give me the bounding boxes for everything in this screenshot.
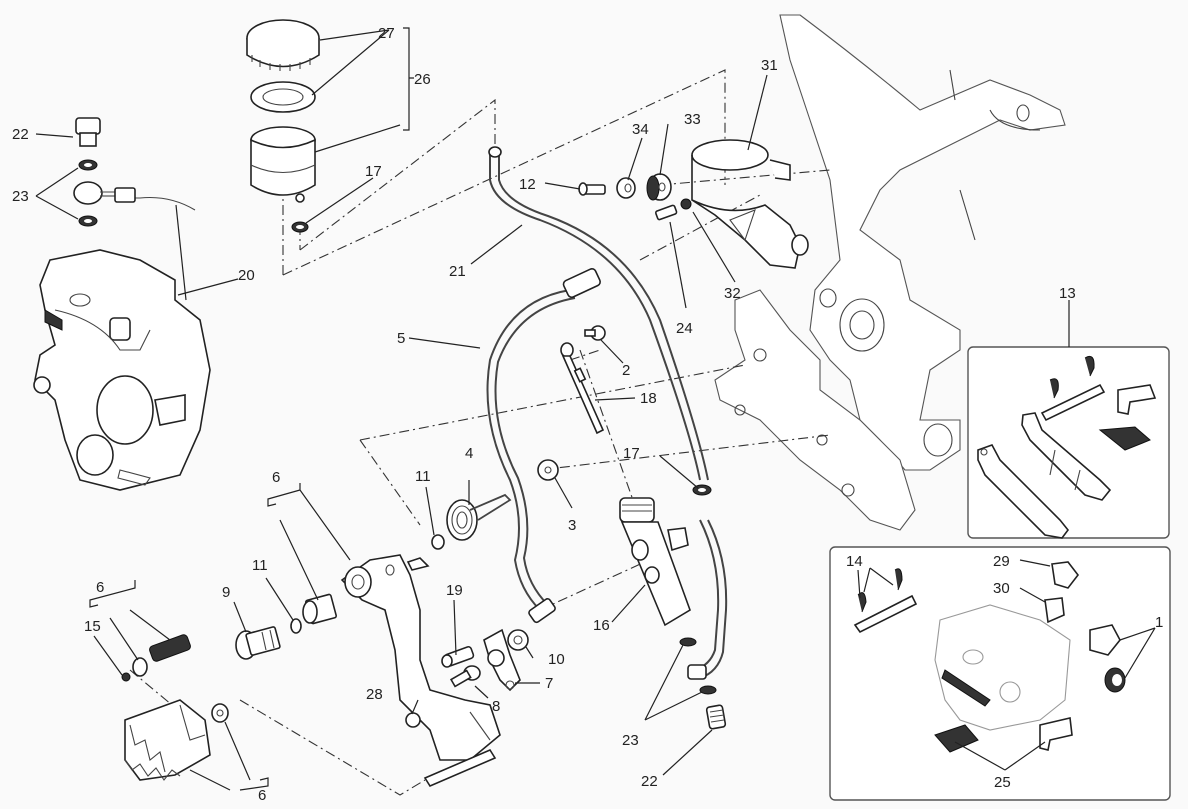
pivot-bushing <box>302 593 338 625</box>
hose-clamp-17-top <box>291 221 309 233</box>
callout-6b: 6 <box>96 579 104 596</box>
brake-pedal-6 <box>340 554 501 788</box>
reservoir-hose-21 <box>488 146 709 481</box>
callout-10: 10 <box>548 651 565 668</box>
brake-hose-banjo <box>73 181 196 211</box>
clevis-7 <box>483 628 521 692</box>
callout-11a: 11 <box>415 468 431 485</box>
callout-6a: 6 <box>272 469 280 486</box>
nut-28 <box>405 712 421 728</box>
frame-part <box>779 14 1066 471</box>
washer-11-lower <box>290 618 302 634</box>
washers-23-rear <box>679 637 717 695</box>
callout-22a: 22 <box>12 126 29 143</box>
callout-21: 21 <box>449 263 466 280</box>
callout-34: 34 <box>632 121 649 138</box>
callout-30: 30 <box>993 580 1010 597</box>
rear-master-cylinder-16 <box>619 497 691 627</box>
brake-pad-kit-inset-13 <box>967 346 1170 539</box>
callout-22b: 22 <box>641 773 658 790</box>
callout-23b: 23 <box>622 732 639 749</box>
washers-23 <box>78 159 98 227</box>
bolt-12 <box>578 182 606 196</box>
callout-33: 33 <box>684 111 701 128</box>
callout-8: 8 <box>492 698 500 715</box>
callout-17a: 17 <box>365 163 382 180</box>
brake-light-switch-cable-5 <box>486 268 601 624</box>
reservoir-cap <box>246 19 320 71</box>
washer-10 <box>507 629 529 651</box>
washer-32 <box>680 198 692 210</box>
callout-25: 25 <box>994 774 1011 791</box>
leader-lines <box>35 27 1156 791</box>
callout-16: 16 <box>593 617 610 634</box>
reservoir-bracket-31 <box>691 139 809 269</box>
banjo-bolt-22 <box>75 117 101 147</box>
callout-20: 20 <box>238 267 255 284</box>
pin-8 <box>449 665 481 688</box>
reservoir-seal <box>250 81 316 113</box>
callout-24: 24 <box>676 320 693 337</box>
callout-1: 1 <box>1155 614 1163 631</box>
brake-line-rear <box>687 519 728 680</box>
washer-34 <box>616 177 636 199</box>
callout-5: 5 <box>397 330 405 347</box>
pushrod-18 <box>560 342 605 435</box>
bolt-2 <box>584 325 606 341</box>
callout-32: 32 <box>724 285 741 302</box>
footrest-bracket <box>714 289 916 531</box>
callout-18: 18 <box>640 390 657 407</box>
callout-19: 19 <box>446 582 463 599</box>
washer-11-upper <box>431 534 445 550</box>
reservoir-body <box>250 126 316 203</box>
callout-23a: 23 <box>12 188 29 205</box>
callout-26: 26 <box>414 71 431 88</box>
spring-and-washer <box>121 634 191 682</box>
callout-27: 27 <box>378 25 395 42</box>
callout-29: 29 <box>993 553 1010 570</box>
callout-13: 13 <box>1059 285 1076 302</box>
caliper-kit-inset <box>829 546 1171 801</box>
callout-11b: 11 <box>252 557 268 574</box>
callout-17b: 17 <box>623 445 640 462</box>
callout-31: 31 <box>761 57 778 74</box>
callout-7: 7 <box>545 675 553 692</box>
bolt-24 <box>654 204 678 221</box>
return-spring-4 <box>446 493 512 541</box>
bolt-19 <box>441 645 475 668</box>
pivot-pin-9 <box>235 626 281 660</box>
callout-2: 2 <box>622 362 630 379</box>
callout-15: 15 <box>84 618 101 635</box>
brake-caliper-20 <box>33 249 211 491</box>
callout-3: 3 <box>568 517 576 534</box>
callout-14: 14 <box>846 553 863 570</box>
callout-4: 4 <box>465 445 473 462</box>
callout-28: 28 <box>366 686 383 703</box>
footpeg-6 <box>124 699 211 781</box>
banjo-bolt-22-rear <box>705 704 727 730</box>
washer-footpeg <box>211 703 229 723</box>
washer-3 <box>537 459 559 481</box>
callout-6c: 6 <box>258 787 266 804</box>
callout-12: 12 <box>519 176 536 193</box>
callout-labels: 22 23 20 27 26 17 21 12 34 33 31 31 32 2… <box>12 25 1163 804</box>
callout-9: 9 <box>222 584 230 601</box>
bushing-33 <box>646 173 672 201</box>
